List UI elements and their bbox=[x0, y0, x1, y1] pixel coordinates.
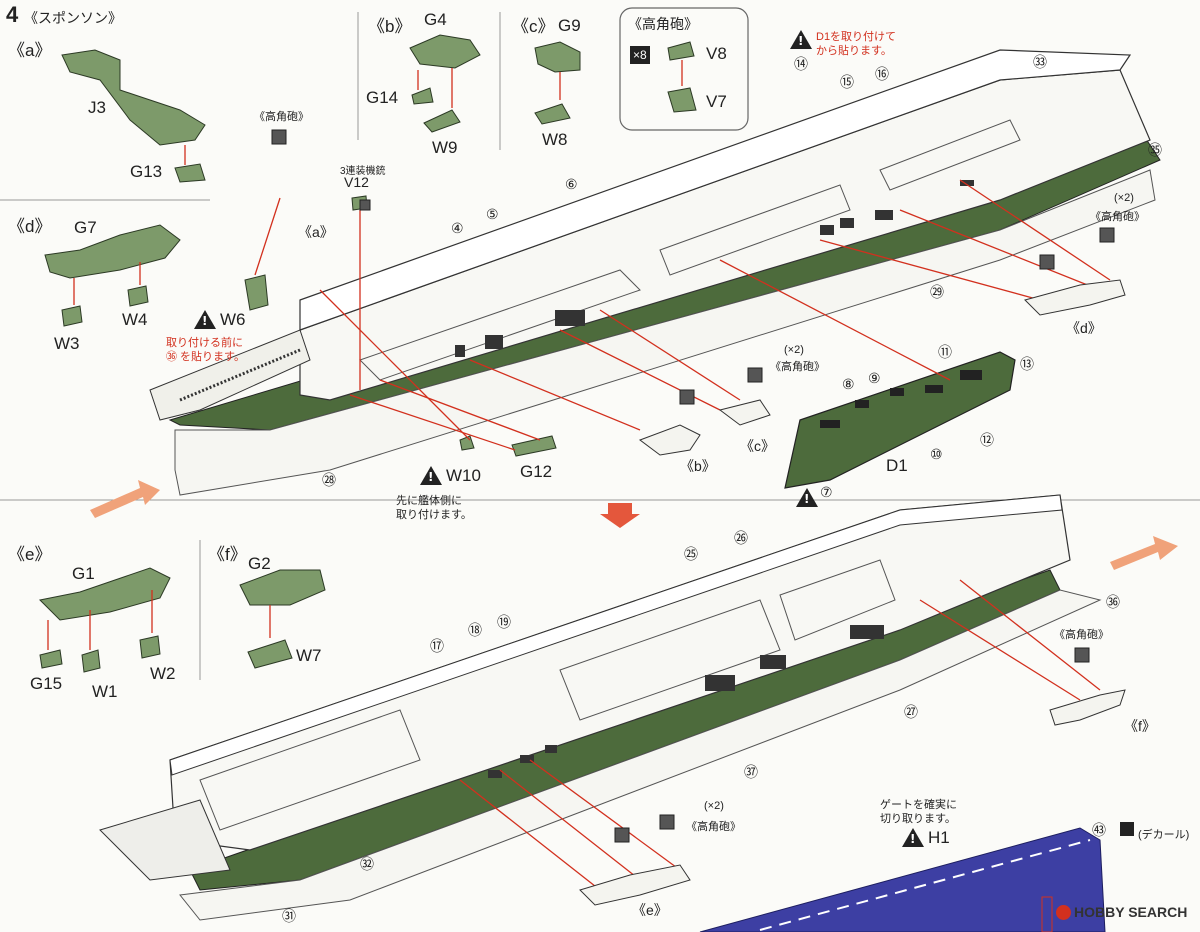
part-g2: G2 bbox=[248, 554, 271, 573]
aa-gun-label-1: 《高角砲》 bbox=[254, 111, 309, 123]
part-g1: G1 bbox=[72, 564, 95, 583]
part-g9: G9 bbox=[558, 16, 581, 35]
decal-number: ⑧ bbox=[842, 376, 855, 392]
decal-number: ㉙ bbox=[930, 284, 944, 300]
part-w2: W2 bbox=[150, 664, 176, 683]
decal-number: ㉝ bbox=[1033, 54, 1047, 70]
part-w9: W9 bbox=[432, 138, 458, 157]
part-w6: W6 bbox=[220, 310, 246, 329]
subassembly-e-tag: 《e》 bbox=[8, 545, 52, 564]
warning-icon-w6 bbox=[194, 310, 216, 329]
d1-note-line1: D1を取り付けて bbox=[816, 31, 897, 43]
aa-qty-label: (×2) bbox=[784, 344, 804, 356]
w6-note-line1: 取り付ける前に bbox=[166, 337, 243, 349]
part-g4: G4 bbox=[424, 10, 447, 29]
tag-c-ship: 《c》 bbox=[740, 438, 775, 454]
part-v8: V8 bbox=[706, 44, 727, 63]
w10-note-line2: 取り付けます。 bbox=[396, 509, 472, 521]
top-ship-hull bbox=[149, 49, 1161, 496]
decal-number: ⑥ bbox=[565, 176, 578, 192]
part-w4: W4 bbox=[122, 310, 148, 329]
part-g13: G13 bbox=[130, 162, 163, 181]
subassembly-a-tag: 《a》 bbox=[8, 41, 52, 60]
part-g14: G14 bbox=[366, 88, 399, 107]
bottom-ship-hull bbox=[99, 494, 1102, 921]
decal-number: ⑰ bbox=[430, 638, 444, 654]
tag-f-ship: 《f》 bbox=[1124, 718, 1156, 734]
decal-number: ㊸ bbox=[1092, 822, 1106, 838]
tag-e-ship: 《e》 bbox=[632, 902, 668, 918]
part-d1: D1 bbox=[886, 456, 908, 475]
part-w1: W1 bbox=[92, 682, 118, 701]
decal-number: ⑭ bbox=[794, 56, 808, 72]
w10-note-line1: 先に艦体側に bbox=[396, 495, 462, 507]
part-v7: V7 bbox=[706, 92, 727, 111]
part-v12: V12 bbox=[344, 174, 369, 190]
decal-number: ④ bbox=[451, 220, 464, 236]
gate-note-line2: 切り取ります。 bbox=[880, 813, 956, 825]
decal-number: ㊲ bbox=[744, 764, 758, 780]
warning-icon-decal bbox=[790, 30, 812, 49]
aa-gun-label-2: 《高角砲》 bbox=[770, 361, 825, 373]
tag-b-ship: 《b》 bbox=[680, 458, 716, 474]
decal-number: ㉜ bbox=[360, 856, 374, 872]
decal-number: ㉖ bbox=[734, 530, 748, 546]
part-w10: W10 bbox=[446, 466, 481, 485]
decal-number: ㉛ bbox=[282, 908, 296, 924]
decal-number: ㊱ bbox=[1106, 594, 1120, 610]
warning-icon-w10 bbox=[420, 466, 442, 485]
gate-note-line1: ゲートを確実に bbox=[880, 799, 957, 811]
part-j3: J3 bbox=[88, 98, 106, 117]
triple-mg-label: 3連装機銃 bbox=[340, 166, 386, 177]
subassembly-d-tag: 《d》 bbox=[8, 217, 52, 236]
part-g7: G7 bbox=[74, 218, 97, 237]
part-w7: W7 bbox=[296, 646, 322, 665]
watermark-text: HOBBY SEARCH bbox=[1074, 904, 1188, 920]
part-w3: W3 bbox=[54, 334, 80, 353]
aa-gun-label-f: 《高角砲》 bbox=[1054, 629, 1109, 641]
decal-number: ㉟ bbox=[1148, 142, 1162, 158]
subassembly-b-tag: 《b》 bbox=[368, 17, 412, 36]
aa-qty-label-d: (×2) bbox=[1114, 192, 1134, 204]
aa-box-qty: ×8 bbox=[630, 46, 650, 64]
decal-number: ⑦ bbox=[820, 484, 833, 500]
aa-box-title: 《高角砲》 bbox=[628, 16, 698, 32]
step-number: 4 bbox=[6, 2, 19, 27]
aa-qty-label-e: (×2) bbox=[704, 800, 724, 812]
decal-number: ⑫ bbox=[980, 432, 994, 448]
decal-number: ⑱ bbox=[468, 622, 482, 638]
decal-number: ⑨ bbox=[868, 370, 881, 386]
subassembly-c-tag: 《c》 bbox=[512, 17, 555, 36]
step-title: 《スポンソン》 bbox=[24, 10, 122, 26]
d1-note-line2: から貼ります。 bbox=[816, 45, 892, 57]
decal-number: ㉘ bbox=[322, 472, 336, 488]
tag-d-ship: 《d》 bbox=[1066, 320, 1102, 336]
decal-number: ⑲ bbox=[497, 614, 511, 630]
decal-label: (デカール) bbox=[1138, 829, 1190, 841]
part-h1: H1 bbox=[928, 828, 950, 847]
decal-icon bbox=[1120, 822, 1134, 836]
aa-gun-label-e: 《高角砲》 bbox=[686, 821, 741, 833]
subassembly-f-tag: 《f》 bbox=[208, 545, 247, 564]
part-g15: G15 bbox=[30, 674, 63, 693]
decal-number: ⑤ bbox=[486, 206, 499, 222]
decal-number: ⑬ bbox=[1020, 356, 1034, 372]
decal-number: ⑩ bbox=[930, 446, 943, 462]
warning-icon-d1 bbox=[796, 488, 818, 507]
warning-icon-h1 bbox=[902, 828, 924, 847]
decal-number: ⑯ bbox=[875, 66, 889, 82]
decal-number: ㉕ bbox=[684, 546, 698, 562]
tag-a-ship: 《a》 bbox=[298, 224, 334, 240]
part-g12: G12 bbox=[520, 462, 553, 481]
w6-note-line2: ㊱ を貼ります。 bbox=[166, 351, 245, 363]
decal-number: ㉗ bbox=[904, 704, 918, 720]
part-w8: W8 bbox=[542, 130, 568, 149]
decal-number: ⑮ bbox=[840, 74, 854, 90]
decal-number: ⑪ bbox=[938, 344, 952, 360]
aa-gun-label-d: 《高角砲》 bbox=[1090, 211, 1145, 223]
hobby-search-logo-icon bbox=[1056, 905, 1071, 920]
